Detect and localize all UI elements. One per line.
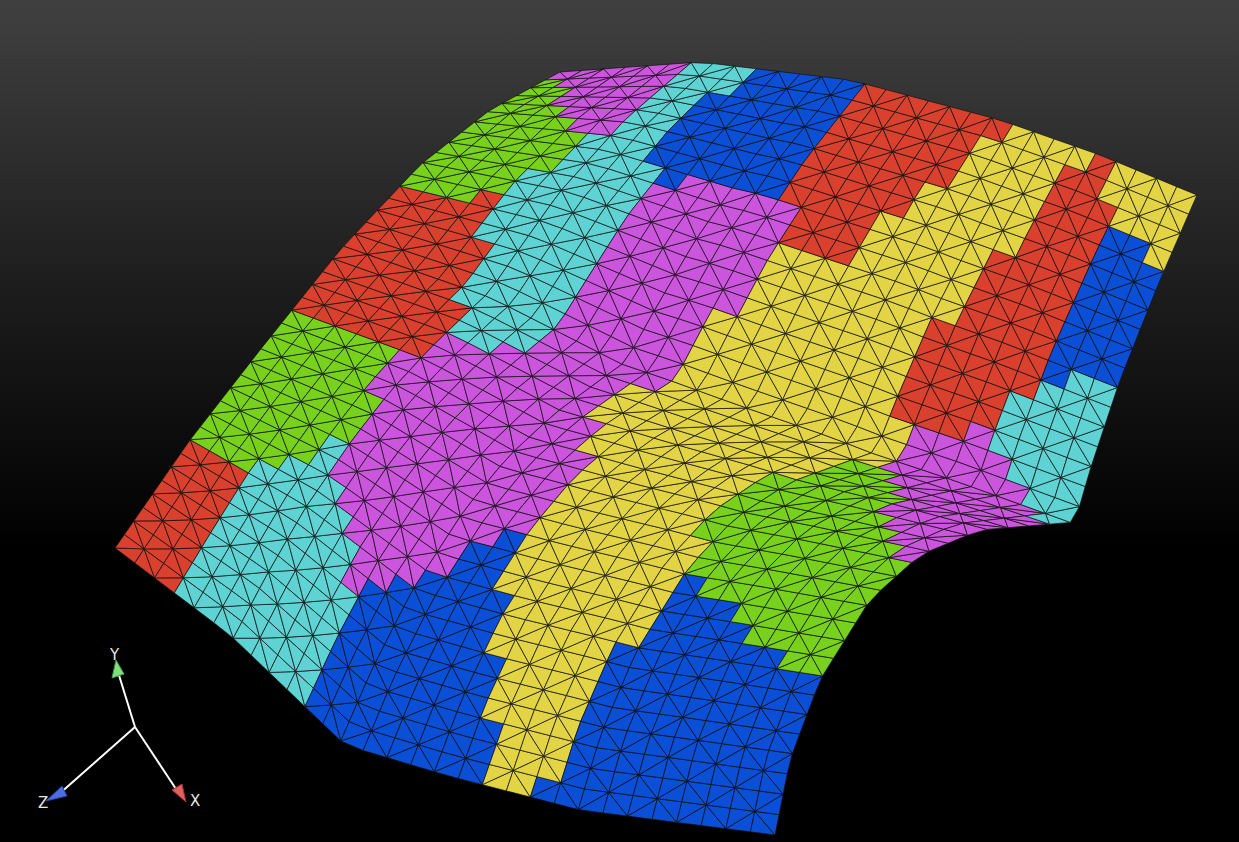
mesh-element — [578, 789, 608, 810]
mesh-element — [609, 772, 639, 793]
mesh-element — [639, 754, 668, 775]
partitioned-mesh — [115, 63, 1197, 835]
mesh-element — [627, 795, 657, 816]
